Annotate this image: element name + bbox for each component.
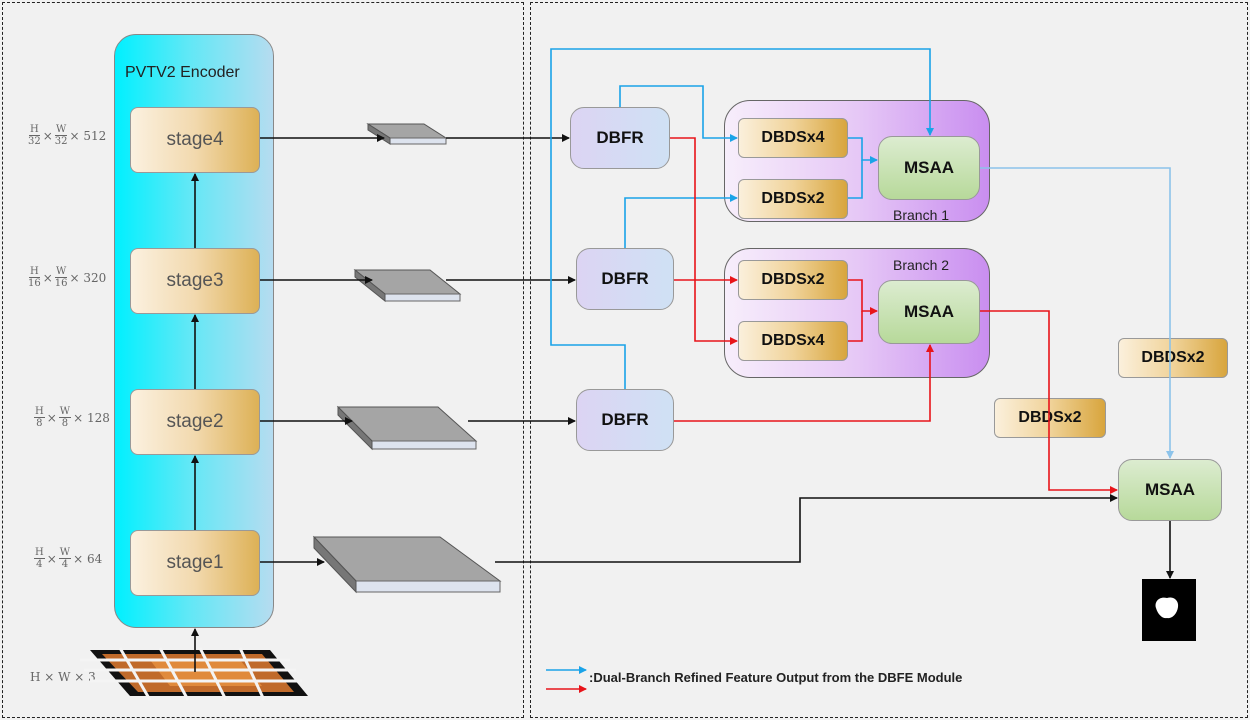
branch1-dbdsx2: DBDSx2	[738, 179, 848, 219]
input-image-grid	[80, 647, 308, 701]
blue-arrow-dbdsx2-to-msaa	[848, 160, 863, 199]
input-dim-label: H × W × 3	[30, 670, 96, 684]
red-arrow-dbfr-bottom-to-msaa	[674, 344, 934, 422]
dbfr-block-middle: DBFR	[576, 248, 674, 310]
red-arrow-dbfr-top-to-dbdsx4	[670, 137, 738, 345]
encoder-title: PVTV2 Encoder	[125, 64, 240, 81]
branch2-dbdsx2: DBDSx2	[738, 260, 848, 300]
dbdsx2-right-block: DBDSx2	[1118, 338, 1228, 378]
dbdsx2-middle-block: DBDSx2	[994, 398, 1106, 438]
red-arrow-branch2-to-final	[980, 310, 1118, 494]
branch1-label: Branch 1	[893, 207, 950, 223]
decoder-panel	[530, 2, 1248, 718]
stage4-block: stage4	[130, 107, 260, 173]
legend-text: :Dual-Branch Refined Feature Output from…	[589, 670, 963, 685]
lightblue-arrow-branch1-to-final	[980, 167, 1174, 459]
blue-arrow-dbfr-middle-to-dbdsx2	[624, 194, 738, 248]
red-arrow-dbdsx4-to-msaa	[848, 311, 863, 342]
blue-arrow-dbdsx4-to-msaa	[848, 137, 878, 164]
stage2-block: stage2	[130, 389, 260, 455]
branch2-label: Branch 2	[893, 257, 950, 273]
output-mask-image	[1142, 579, 1196, 641]
feature-map-stage2	[336, 405, 478, 451]
feature-map-stage3	[353, 268, 462, 303]
feature-map-stage4	[366, 123, 448, 145]
encoder-panel	[2, 2, 524, 718]
branch2-dbdsx4: DBDSx4	[738, 321, 848, 361]
stage3-block: stage3	[130, 248, 260, 314]
red-arrow-dbdsx2-to-msaa	[848, 279, 878, 315]
branch2-msaa: MSAA	[878, 280, 980, 344]
branch1-msaa: MSAA	[878, 136, 980, 200]
final-msaa: MSAA	[1118, 459, 1222, 521]
branch1-dbdsx4: DBDSx4	[738, 118, 848, 158]
stage1-block: stage1	[130, 530, 260, 596]
blue-arrow-dbfr-top-to-dbdsx4	[619, 85, 738, 142]
dbfr-block-top: DBFR	[570, 107, 670, 169]
blue-arrow-dbfr-bottom-to-msaa	[550, 48, 934, 389]
feature-map-stage1	[312, 535, 502, 594]
dbfr-block-bottom: DBFR	[576, 389, 674, 451]
arrow-stage1-to-final-msaa	[495, 494, 1118, 563]
